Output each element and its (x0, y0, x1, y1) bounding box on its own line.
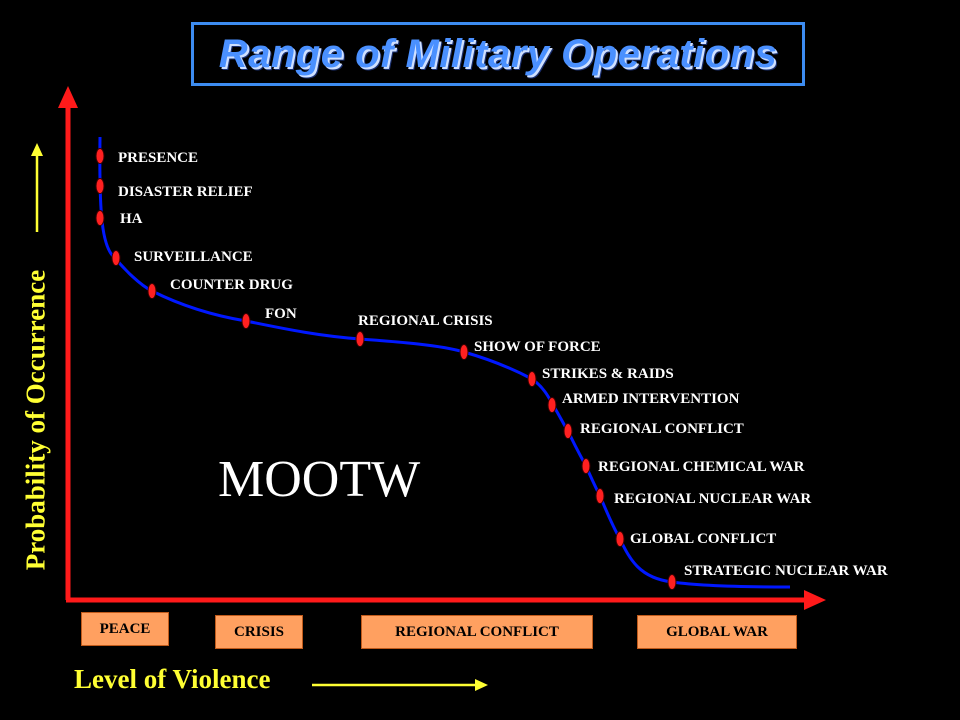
label-fon: FON (265, 306, 297, 322)
label-regional-crisis: REGIONAL CRISIS (358, 313, 493, 329)
phase-global-war: GLOBAL WAR (637, 615, 797, 649)
marker-strategic-nuclear-war (667, 574, 677, 590)
marker-disaster-relief (95, 178, 105, 194)
mootw-region-label: MOOTW (218, 451, 421, 508)
marker-global-conflict (615, 531, 625, 547)
y-direction-arrowhead (31, 143, 43, 156)
marker-regional-nuclear-war (595, 488, 605, 504)
label-surveillance: SURVEILLANCE (134, 249, 253, 265)
label-show-of-force: SHOW OF FORCE (474, 339, 601, 355)
x-axis-title: Level of Violence (74, 664, 271, 694)
marker-presence (95, 148, 105, 164)
marker-counter-drug (147, 283, 157, 299)
x-direction-arrowhead (475, 679, 488, 691)
label-presence: PRESENCE (118, 150, 198, 166)
label-regional-conflict: REGIONAL CONFLICT (580, 421, 744, 437)
label-regional-nuclear-war: REGIONAL NUCLEAR WAR (614, 491, 811, 507)
marker-regional-crisis (355, 331, 365, 347)
marker-ha (95, 210, 105, 226)
marker-fon (241, 313, 251, 329)
operations-curve (98, 136, 791, 589)
marker-strikes-raids (527, 371, 537, 387)
phase-regional-conflict: REGIONAL CONFLICT (361, 615, 593, 649)
label-regional-chemical-war: REGIONAL CHEMICAL WAR (598, 459, 805, 475)
label-armed-intervention: ARMED INTERVENTION (562, 391, 740, 407)
label-strategic-nuclear-war: STRATEGIC NUCLEAR WAR (684, 563, 888, 579)
label-counter-drug: COUNTER DRUG (170, 277, 293, 293)
label-strikes-raids: STRIKES & RAIDS (542, 366, 674, 382)
diagram-title: Range of Military Operations (218, 31, 778, 76)
y-axis-arrowhead (58, 86, 78, 108)
label-ha: HA (120, 211, 143, 227)
marker-regional-conflict (563, 423, 573, 439)
marker-surveillance (111, 250, 121, 266)
phase-peace: PEACE (81, 612, 169, 646)
y-axis-title: Probability of Occurrence (20, 269, 51, 571)
title-box: Range of Military Operations (191, 22, 805, 86)
marker-armed-intervention (547, 397, 557, 413)
x-axis-arrowhead (804, 590, 826, 610)
marker-show-of-force (459, 344, 469, 360)
label-global-conflict: GLOBAL CONFLICT (630, 531, 776, 547)
marker-regional-chemical-war (581, 458, 591, 474)
phase-crisis: CRISIS (215, 615, 303, 649)
label-disaster-relief: DISASTER RELIEF (118, 184, 253, 200)
